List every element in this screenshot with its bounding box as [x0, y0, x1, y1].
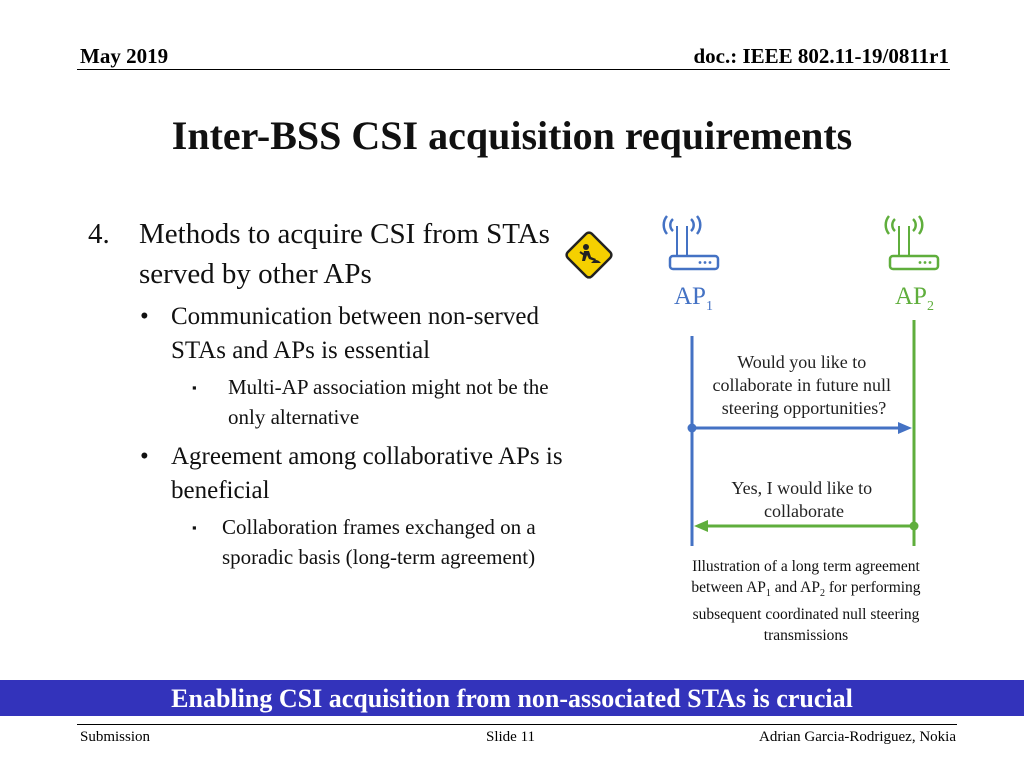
- caption-line: Illustration of a long term agreement: [692, 558, 920, 575]
- request-origin-dot: [687, 423, 697, 433]
- sub-bullet-item: ▪ Multi-AP association might not be the …: [88, 372, 568, 432]
- bullet-text: Communication between non-served STAs an…: [171, 303, 539, 364]
- router-icon-ap2: [884, 215, 940, 271]
- sequence-diagram: AP1 AP2 Would you like to collaborate in…: [662, 215, 940, 546]
- sub-bullet-text: Multi-AP association might not be the on…: [228, 375, 549, 429]
- caption-line: transmissions: [763, 627, 849, 645]
- response-arrowhead: [694, 520, 708, 532]
- header-doc-id: doc.: IEEE 802.11-19/0811r1: [693, 44, 949, 68]
- footer-divider: [77, 724, 957, 725]
- item-text: Methods to acquire CSI from STAs served …: [139, 218, 550, 290]
- caption-line: between AP1 and AP2 for performing: [691, 579, 921, 600]
- square-marker: ▪: [192, 520, 197, 535]
- square-marker: ▪: [192, 380, 197, 395]
- slide-body: 4. Methods to acquire CSI from STAs serv…: [88, 214, 568, 572]
- header-date: May 2019: [80, 44, 169, 68]
- request-message: Would you like to collaborate in future …: [713, 352, 896, 418]
- request-arrowhead: [898, 422, 912, 434]
- response-message: Yes, I would like to collaborate: [731, 478, 876, 521]
- item-number: 4.: [88, 218, 110, 250]
- header-divider: [77, 69, 950, 70]
- caption-line: subsequent coordinated null steering: [692, 606, 920, 624]
- bullet-item: • Communication between non-served STAs …: [88, 300, 568, 368]
- bullet-marker: •: [140, 303, 149, 330]
- conclusion-banner: [0, 680, 1024, 716]
- sub-bullet-item: ▪ Collaboration frames exchanged on a sp…: [88, 512, 568, 572]
- footer-submission: Submission: [80, 729, 151, 745]
- numbered-item: 4. Methods to acquire CSI from STAs serv…: [88, 214, 568, 294]
- ap1-label: AP1: [674, 283, 713, 314]
- router-icon-ap1: [662, 215, 720, 271]
- conclusion-text: Enabling CSI acquisition from non-associ…: [171, 684, 853, 713]
- slide-title: Inter-BSS CSI acquisition requirements: [171, 113, 853, 158]
- footer-slide-number: Slide 11: [486, 729, 536, 745]
- diagram-caption: Illustration of a long term agreement be…: [667, 556, 945, 646]
- bullet-marker: •: [140, 443, 149, 470]
- footer-author: Adrian Garcia-Rodriguez, Nokia: [758, 729, 956, 745]
- bullet-item: • Agreement among collaborative APs is b…: [88, 440, 568, 508]
- sub-bullet-text: Collaboration frames exchanged on a spor…: [222, 515, 536, 569]
- under-construction-icon: [565, 231, 613, 279]
- bullet-text: Agreement among collaborative APs is ben…: [171, 443, 563, 504]
- response-origin-dot: [909, 521, 919, 531]
- ap2-label: AP2: [895, 283, 934, 314]
